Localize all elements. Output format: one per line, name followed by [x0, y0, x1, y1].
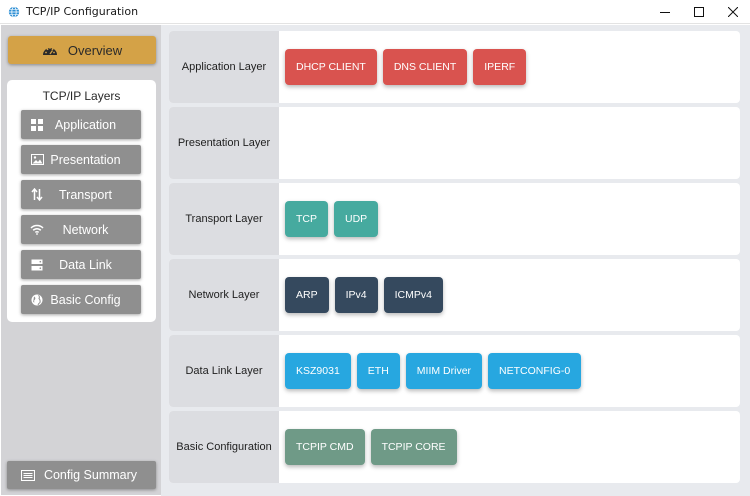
sidebar-item-basic-config[interactable]: Basic Config	[21, 285, 141, 314]
close-icon	[728, 7, 738, 17]
sidebar-item-label: Application	[54, 117, 117, 132]
sidebar-item-label: Presentation	[50, 152, 121, 167]
component-iperf[interactable]: IPERF	[473, 49, 527, 85]
row-label: Data Link Layer	[169, 335, 279, 407]
row-transport-layer: Transport Layer TCP UDP	[169, 183, 740, 255]
wifi-icon	[30, 223, 44, 237]
row-label: Network Layer	[169, 259, 279, 331]
layers-content: Application Layer DHCP CLIENT DNS CLIENT…	[161, 25, 750, 496]
config-summary-button[interactable]: Config Summary	[7, 461, 156, 489]
row-label: Transport Layer	[169, 183, 279, 255]
grid-icon	[30, 118, 44, 132]
component-eth[interactable]: ETH	[356, 353, 400, 389]
dashboard-gauge-icon	[42, 46, 57, 55]
row-basic-configuration: Basic Configuration TCPIP CMD TCPIP CORE	[169, 411, 740, 483]
close-button[interactable]	[716, 0, 750, 24]
sidebar-item-label: Data Link	[59, 257, 112, 272]
globe-icon	[30, 293, 44, 307]
sidebar-item-label: Transport	[58, 187, 113, 202]
sidebar: Overview TCP/IP Layers Application Prese…	[1, 25, 161, 495]
row-label: Basic Configuration	[169, 411, 279, 483]
row-label: Presentation Layer	[169, 107, 279, 179]
component-ksz9031[interactable]: KSZ9031	[285, 353, 351, 389]
component-netconfig-0[interactable]: NETCONFIG-0	[488, 353, 582, 389]
row-application-layer: Application Layer DHCP CLIENT DNS CLIENT…	[169, 31, 740, 103]
minimize-button[interactable]	[648, 0, 682, 24]
component-ipv4[interactable]: IPv4	[334, 277, 378, 313]
server-icon	[30, 258, 44, 272]
component-tcpip-core[interactable]: TCPIP CORE	[370, 429, 457, 465]
app-globe-icon	[8, 5, 20, 18]
row-presentation-layer: Presentation Layer	[169, 107, 740, 179]
list-icon	[21, 469, 35, 481]
component-dns-client[interactable]: DNS CLIENT	[382, 49, 468, 85]
row-label: Application Layer	[169, 31, 279, 103]
config-summary-label: Config Summary	[43, 468, 138, 482]
component-dhcp-client[interactable]: DHCP CLIENT	[285, 49, 377, 85]
component-tcp[interactable]: TCP	[285, 201, 328, 237]
sidebar-item-application[interactable]: Application	[21, 110, 141, 139]
row-network-layer: Network Layer ARP IPv4 ICMPv4	[169, 259, 740, 331]
component-arp[interactable]: ARP	[285, 277, 329, 313]
layers-title: TCP/IP Layers	[42, 89, 121, 103]
sidebar-item-data-link[interactable]: Data Link	[21, 250, 141, 279]
sidebar-item-presentation[interactable]: Presentation	[21, 145, 141, 174]
maximize-button[interactable]	[682, 0, 716, 24]
maximize-icon	[694, 7, 704, 17]
window-title: TCP/IP Configuration	[26, 5, 139, 18]
up-down-arrows-icon	[30, 188, 44, 202]
component-tcpip-cmd[interactable]: TCPIP CMD	[285, 429, 365, 465]
component-udp[interactable]: UDP	[334, 201, 379, 237]
layers-panel: TCP/IP Layers Application Presentation T…	[7, 80, 156, 322]
title-bar: TCP/IP Configuration	[0, 0, 750, 24]
sidebar-item-label: Basic Config	[50, 292, 121, 307]
overview-label: Overview	[67, 42, 123, 58]
sidebar-item-label: Network	[62, 222, 109, 237]
image-icon	[30, 153, 44, 167]
minimize-icon	[660, 12, 670, 13]
component-miim-driver[interactable]: MIIM Driver	[405, 353, 483, 389]
row-data-link-layer: Data Link Layer KSZ9031 ETH MIIM Driver …	[169, 335, 740, 407]
sidebar-item-network[interactable]: Network	[21, 215, 141, 244]
sidebar-item-transport[interactable]: Transport	[21, 180, 141, 209]
overview-button[interactable]: Overview	[8, 36, 156, 64]
component-icmpv4[interactable]: ICMPv4	[383, 277, 443, 313]
